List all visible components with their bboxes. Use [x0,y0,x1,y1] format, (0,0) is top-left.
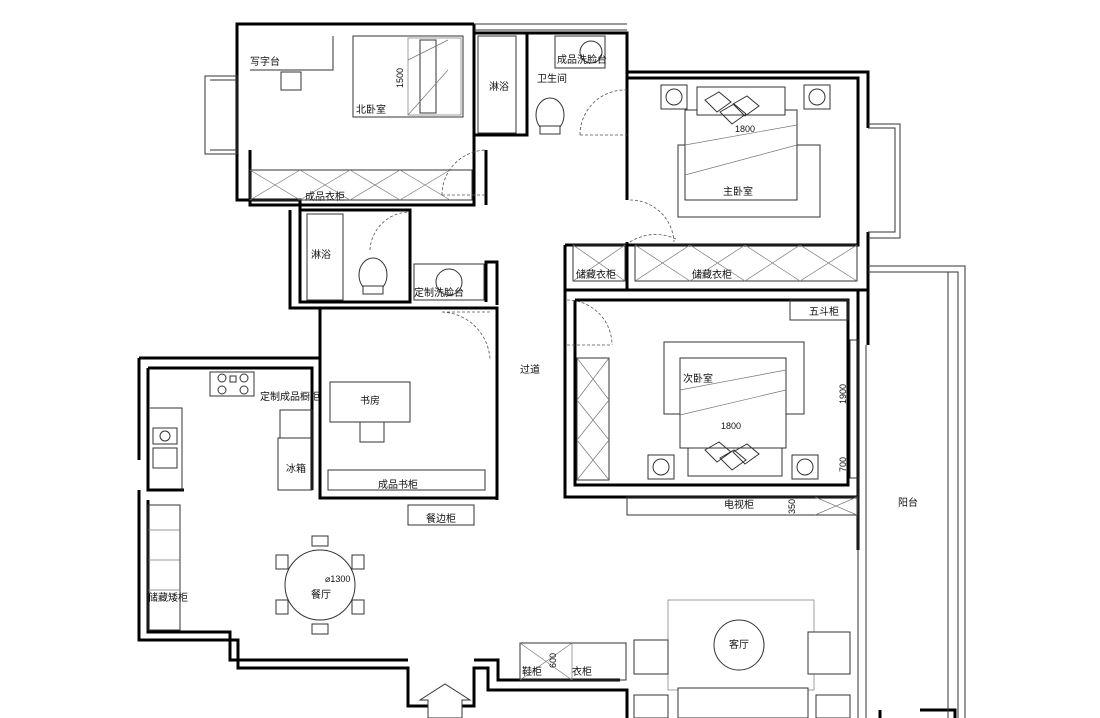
kitchen-fixtures [150,371,313,491]
label-bath2-shower: 淋浴 [311,248,331,261]
dim-table-diam: ⌀1300 [325,574,350,584]
label-bath1: 卫生间 [537,72,567,85]
bookcase [327,469,486,491]
label-study: 书房 [360,394,380,407]
dim-second-h2: 700 [838,457,848,472]
window-bathroom [474,23,627,31]
label-storage-wardrobe-b: 储藏衣柜 [692,268,732,281]
north-wardrobe [249,169,473,201]
north-bed [352,35,464,118]
entrance-arrow-icon [418,683,472,718]
label-five-drawer: 五斗柜 [809,305,839,318]
label-bath1-shower: 淋浴 [489,80,509,93]
study-door [441,311,491,361]
north-bedroom-door [441,149,487,196]
label-balcony: 阳台 [898,496,918,509]
master-door [629,199,679,243]
label-bath1-basin: 成品洗脸台 [557,53,607,66]
dim-north-bed: 1500 [395,68,405,88]
five-drawer-cabinet [789,299,849,321]
dim-second-bed: 1800 [721,421,741,431]
second-bedroom-door [566,299,613,346]
storage-low-cabinet [147,504,181,631]
second-bed [647,339,859,480]
desk [250,36,334,91]
room-labels: 写字台 北卧室 成品衣柜 淋浴 卫生间 成品洗脸台 主卧室 储藏衣柜 储藏衣柜 … [148,53,918,678]
second-bedroom-wardrobe [576,357,610,481]
dim-tv-depth: 350 [787,499,797,514]
label-living: 客厅 [729,638,749,651]
balcony-frame [857,265,966,718]
dim-master-bed: 1800 [735,124,755,134]
label-north-wardrobe: 成品衣柜 [305,190,345,203]
dimension-labels: 1500 1800 1800 1900 700 350 600 ⌀1300 [325,68,848,668]
tv-cabinet [626,496,858,516]
label-corridor: 过道 [520,363,540,376]
bath1-fixtures [477,35,628,136]
storage-wardrobes [572,244,858,282]
dim-second-h1: 1900 [838,384,848,404]
entry-cabinets [519,642,627,681]
bath2-fixtures [306,211,485,301]
label-desk: 写字台 [250,55,280,68]
label-fridge: 冰箱 [286,462,306,475]
label-bath2-basin: 定制洗脸台 [414,286,464,299]
dim-shoe-depth: 600 [548,653,558,668]
label-storage-cabinet: 储藏矮柜 [148,591,188,604]
window-master-bedroom [868,123,901,239]
label-coat-cabinet: 衣柜 [572,665,592,678]
label-sideboard: 餐边柜 [426,512,456,525]
label-tv-cabinet: 电视柜 [724,498,754,511]
label-master-bedroom: 主卧室 [723,185,753,198]
dining-table [275,535,365,635]
label-north-bedroom: 北卧室 [356,103,386,116]
master-bed [660,84,831,218]
label-storage-wardrobe-a: 储藏衣柜 [576,268,616,281]
label-shoe-cabinet: 鞋柜 [522,665,542,678]
living-furniture [633,599,851,718]
study-desk [329,381,411,443]
window-north-bedroom [204,75,238,155]
label-kitchen-cabinet: 定制成品橱柜 [260,390,320,403]
sideboard [407,504,475,526]
label-second-bedroom: 次卧室 [683,372,713,385]
label-dining: 餐厅 [311,588,331,601]
label-bookcase: 成品书柜 [378,478,418,491]
